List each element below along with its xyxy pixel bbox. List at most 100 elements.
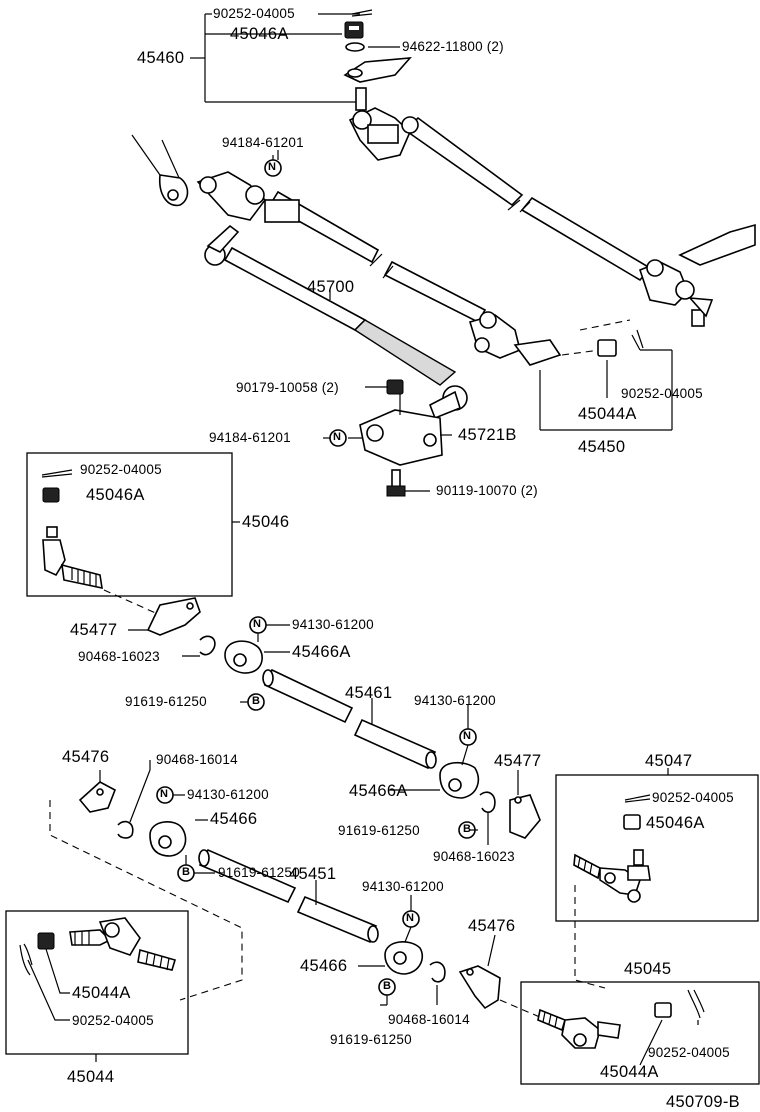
callout-91619-61250-upper: 91619-61250: [125, 694, 207, 709]
drag-link-45700: [204, 224, 468, 420]
boot-letter-f: B: [182, 866, 190, 878]
callout-94130-61200-right: 94130-61200: [414, 693, 496, 708]
ball-joint-icon: [204, 224, 240, 266]
bracket-icon: [509, 794, 541, 839]
knuckle-icon: [131, 134, 189, 207]
callout-94184-61201-mid: 94184-61201: [209, 430, 291, 445]
clamp-icon: [199, 635, 216, 656]
ball-joint-icon: [348, 87, 419, 161]
castle-nut-icon: [386, 379, 404, 395]
bracket-icon: [78, 781, 117, 813]
clamp-icon: [149, 821, 187, 857]
ball-joint-icon: [639, 259, 714, 327]
castle-nut-icon: [344, 21, 364, 39]
callout-45044A-box44: 45044A: [72, 984, 131, 1002]
knuckle-arm-icon: [343, 57, 412, 83]
callout-45466A-upper: 45466A: [292, 643, 351, 661]
boot-letter-d: B: [463, 823, 471, 835]
ball-joint-icon: [196, 171, 300, 223]
relay-rod: [196, 171, 562, 366]
clamp-icon: [439, 761, 479, 799]
clamp-icon: [224, 640, 263, 674]
callout-90252-04005-box47: 90252-04005: [652, 790, 734, 805]
clamp-icon: [429, 961, 446, 983]
callout-45466-left: 45466: [210, 810, 258, 828]
callout-45460: 45460: [137, 49, 185, 67]
callout-90252-04005-box45: 90252-04005: [648, 1045, 730, 1060]
box-45047: [555, 768, 759, 922]
callout-94622-11800: 94622-11800 (2): [402, 39, 504, 54]
clamp-icon: [479, 791, 496, 813]
callout-91619-61250-left: 91619-61250: [218, 865, 300, 880]
callout-90468-16023-right: 90468-16023: [433, 849, 515, 864]
nylon-nut-marker-top: [264, 159, 282, 177]
upper-tie-rod: [348, 87, 756, 327]
nylon-nut-letter-mid: N: [333, 431, 341, 443]
callout-45721B: 45721B: [458, 426, 517, 444]
callout-45044A-right: 45044A: [578, 405, 637, 423]
callout-45450: 45450: [578, 438, 626, 456]
callout-94130-61200-upper: 94130-61200: [292, 617, 374, 632]
callout-90252-04005-top: 90252-04005: [213, 6, 295, 21]
idler-arm-bracket-45721B: [359, 385, 443, 466]
cotter-pin-icon: [351, 9, 373, 17]
clamp-icon: [384, 941, 424, 975]
callout-45044A-box45: 45044A: [600, 1063, 659, 1081]
bracket-icon: [458, 965, 501, 1010]
callout-45046A-box46: 45046A: [86, 486, 145, 504]
box-45045: [520, 981, 760, 1085]
callout-45476-lower: 45476: [468, 917, 516, 935]
callout-45046A-top: 45046A: [230, 25, 289, 43]
bolt-icon: [386, 469, 406, 497]
nylon-nut-letter-g: N: [406, 912, 414, 924]
nylon-nut-letter-top: N: [268, 161, 276, 173]
cotter-pin-icon: [631, 329, 644, 351]
callout-45477-right: 45477: [494, 752, 542, 770]
bracket-icon: [146, 597, 201, 636]
box-45044: [5, 910, 189, 1062]
nylon-nut-letter-c: N: [253, 618, 261, 630]
group-45450-bracket: [539, 319, 673, 431]
washer-icon: [345, 42, 365, 52]
ball-joint-icon: [428, 385, 468, 420]
group-45460-bracket: [190, 13, 400, 103]
callout-45466A-right: 45466A: [349, 782, 408, 800]
callout-45466-lower: 45466: [300, 957, 348, 975]
tie-rod-tube-icon: [198, 848, 379, 944]
callout-90252-04005-box46: 90252-04005: [80, 462, 162, 477]
callout-45045: 45045: [624, 960, 672, 978]
callout-45046A-box47: 45046A: [646, 814, 705, 832]
tie-rod-tube-icon: [262, 668, 437, 770]
callout-45451: 45451: [289, 865, 337, 883]
callout-45477-upper: 45477: [70, 621, 118, 639]
clamp-icon: [117, 820, 134, 839]
callout-90252-04005-box44: 90252-04005: [72, 1013, 154, 1028]
box-45046: [26, 452, 240, 616]
leader-lines-lower: [99, 624, 519, 1006]
callout-90468-16023-upper: 90468-16023: [78, 649, 160, 664]
callout-90179-10058: 90179-10058 (2): [236, 380, 339, 395]
callout-45044: 45044: [67, 1068, 115, 1086]
callout-90119-10070: 90119-10070 (2): [436, 483, 538, 498]
callout-94184-61201-top: 94184-61201: [222, 135, 304, 150]
callout-94130-61200-left: 94130-61200: [187, 787, 269, 802]
boot-letter-g: B: [383, 980, 391, 992]
callout-90468-16014-left: 90468-16014: [156, 752, 238, 767]
callout-45700: 45700: [307, 278, 355, 296]
callout-94130-61200-lower: 94130-61200: [362, 879, 444, 894]
callout-91619-61250-lower: 91619-61250: [330, 1032, 412, 1047]
nylon-nut-letter-f: N: [160, 788, 168, 800]
nylon-nut-icon: [597, 339, 617, 357]
callout-90468-16014-lower: 90468-16014: [388, 1012, 470, 1027]
nylon-nut-marker-mid: [329, 429, 347, 447]
callout-45476-left: 45476: [62, 748, 110, 766]
callout-90252-04005-right: 90252-04005: [621, 386, 703, 401]
nylon-nut-letter-d: N: [463, 730, 471, 742]
diagram-code: 450709-B: [666, 1093, 740, 1111]
callout-91619-61250-right: 91619-61250: [338, 823, 420, 838]
callout-45046: 45046: [242, 513, 290, 531]
boot-letter-c: B: [252, 695, 260, 707]
callout-45047: 45047: [645, 752, 693, 770]
